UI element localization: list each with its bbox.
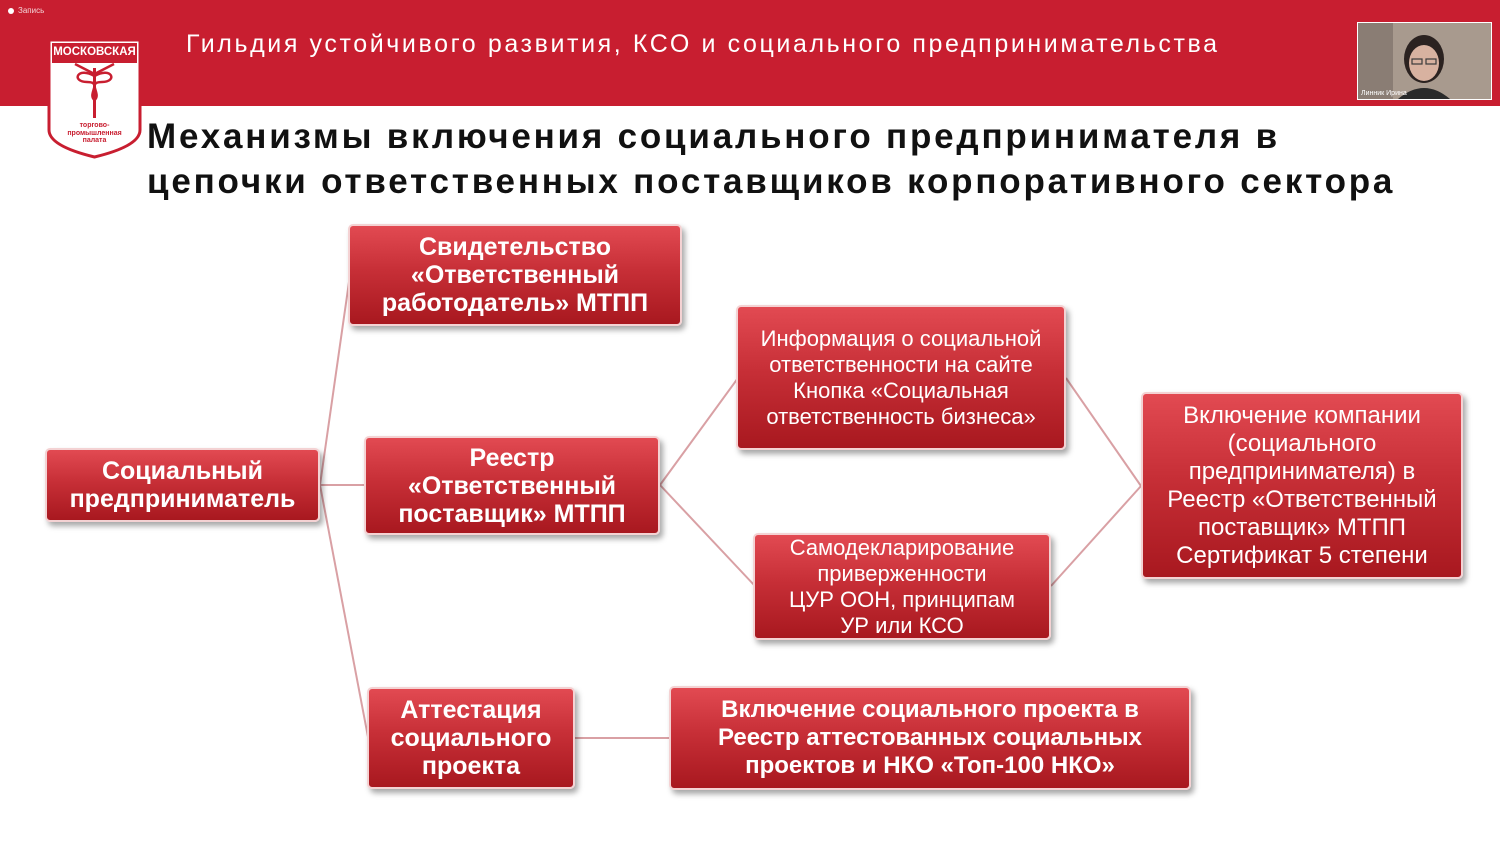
participant-video-tile[interactable]: Линник Ирина [1357, 22, 1492, 100]
connector-line [1050, 485, 1142, 587]
node-text: Реестр «Ответственный [1167, 485, 1437, 513]
logo-line: торгово- [79, 122, 110, 129]
connector-line [319, 484, 369, 738]
node-text: «Ответственный [410, 261, 620, 289]
header-bar: Запись Гильдия устойчивого развития, КСО… [0, 0, 1500, 106]
node-text: проекта [421, 752, 521, 780]
logo-top-text: МОСКОВСКАЯ [53, 46, 136, 58]
node-company-inclusion: Включение компании (социального предприн… [1141, 392, 1463, 579]
record-icon [8, 7, 14, 14]
node-employer-certificate: Свидетельство «Ответственный работодател… [348, 224, 682, 326]
participant-name: Линник Ирина [1361, 90, 1407, 97]
node-text: Свидетельство [418, 233, 612, 261]
header-title: Гильдия устойчивого развития, КСО и соци… [186, 30, 1220, 58]
recording-indicator: Запись [8, 6, 44, 15]
connector-line [659, 377, 739, 486]
node-self-declaration: Самодекларирование приверженности ЦУР ОО… [753, 533, 1051, 640]
node-text: Информация о социальной [760, 325, 1042, 351]
participant-avatar-icon [1358, 23, 1491, 99]
node-text: ответственность бизнеса» [766, 403, 1036, 429]
node-text: Включение компании [1183, 401, 1421, 429]
node-text: работодатель» МТПП [381, 289, 649, 317]
slide-title-line: Механизмы включения социального предприн… [147, 117, 1280, 156]
node-text: предпринимателя) в [1188, 457, 1416, 485]
node-social-entrepreneur: Социальный предприниматель [45, 448, 320, 522]
node-text: социального [390, 724, 552, 752]
slide-title-line: цепочки ответственных поставщиков корпор… [147, 162, 1396, 201]
node-text: Реестр аттестованных социальных [717, 724, 1143, 751]
node-text: ответственности на сайте [769, 351, 1033, 377]
logo-bottom-text: торгово- промышленная палата [47, 122, 142, 145]
node-text: Реестр [469, 443, 555, 472]
node-text: Аттестация [400, 696, 542, 724]
node-text: приверженности [817, 560, 987, 586]
node-text: ЦУР ООН, принципам [788, 586, 1016, 612]
node-project-attestation: Аттестация социального проекта [367, 687, 575, 789]
node-text: предприниматель [69, 485, 296, 513]
node-text: УР или КСО [840, 612, 964, 638]
node-text: проектов и НКО «Топ-100 НКО» [745, 752, 1115, 779]
node-text: Кнопка «Социальная [793, 377, 1009, 403]
recording-label: Запись [18, 6, 45, 15]
node-text: «Ответственный [407, 471, 617, 500]
connector-line [1065, 377, 1142, 487]
chamber-logo: МОСКОВСКАЯ торгово- промышленная палата [47, 38, 142, 159]
node-text: Социальный [101, 457, 264, 485]
logo-shield-icon [47, 38, 142, 159]
node-text: поставщик» МТПП [398, 499, 626, 528]
connector-line [659, 484, 756, 587]
node-supplier-registry: Реестр «Ответственный поставщик» МТПП [364, 436, 660, 535]
node-text: Сертификат 5 степени [1176, 541, 1428, 569]
node-website-info: Информация о социальной ответственности … [736, 305, 1066, 450]
node-text: Самодекларирование [789, 534, 1015, 560]
node-text: Включение социального проекта в [721, 696, 1139, 723]
node-project-inclusion: Включение социального проекта в Реестр а… [669, 686, 1191, 790]
logo-line: палата [82, 137, 107, 144]
slide-title: Механизмы включения социального предприн… [147, 114, 1395, 204]
connector-line [319, 274, 351, 486]
node-text: поставщик» МТПП [1198, 513, 1406, 541]
node-text: (социального [1227, 429, 1377, 457]
logo-line: промышленная [67, 129, 122, 137]
